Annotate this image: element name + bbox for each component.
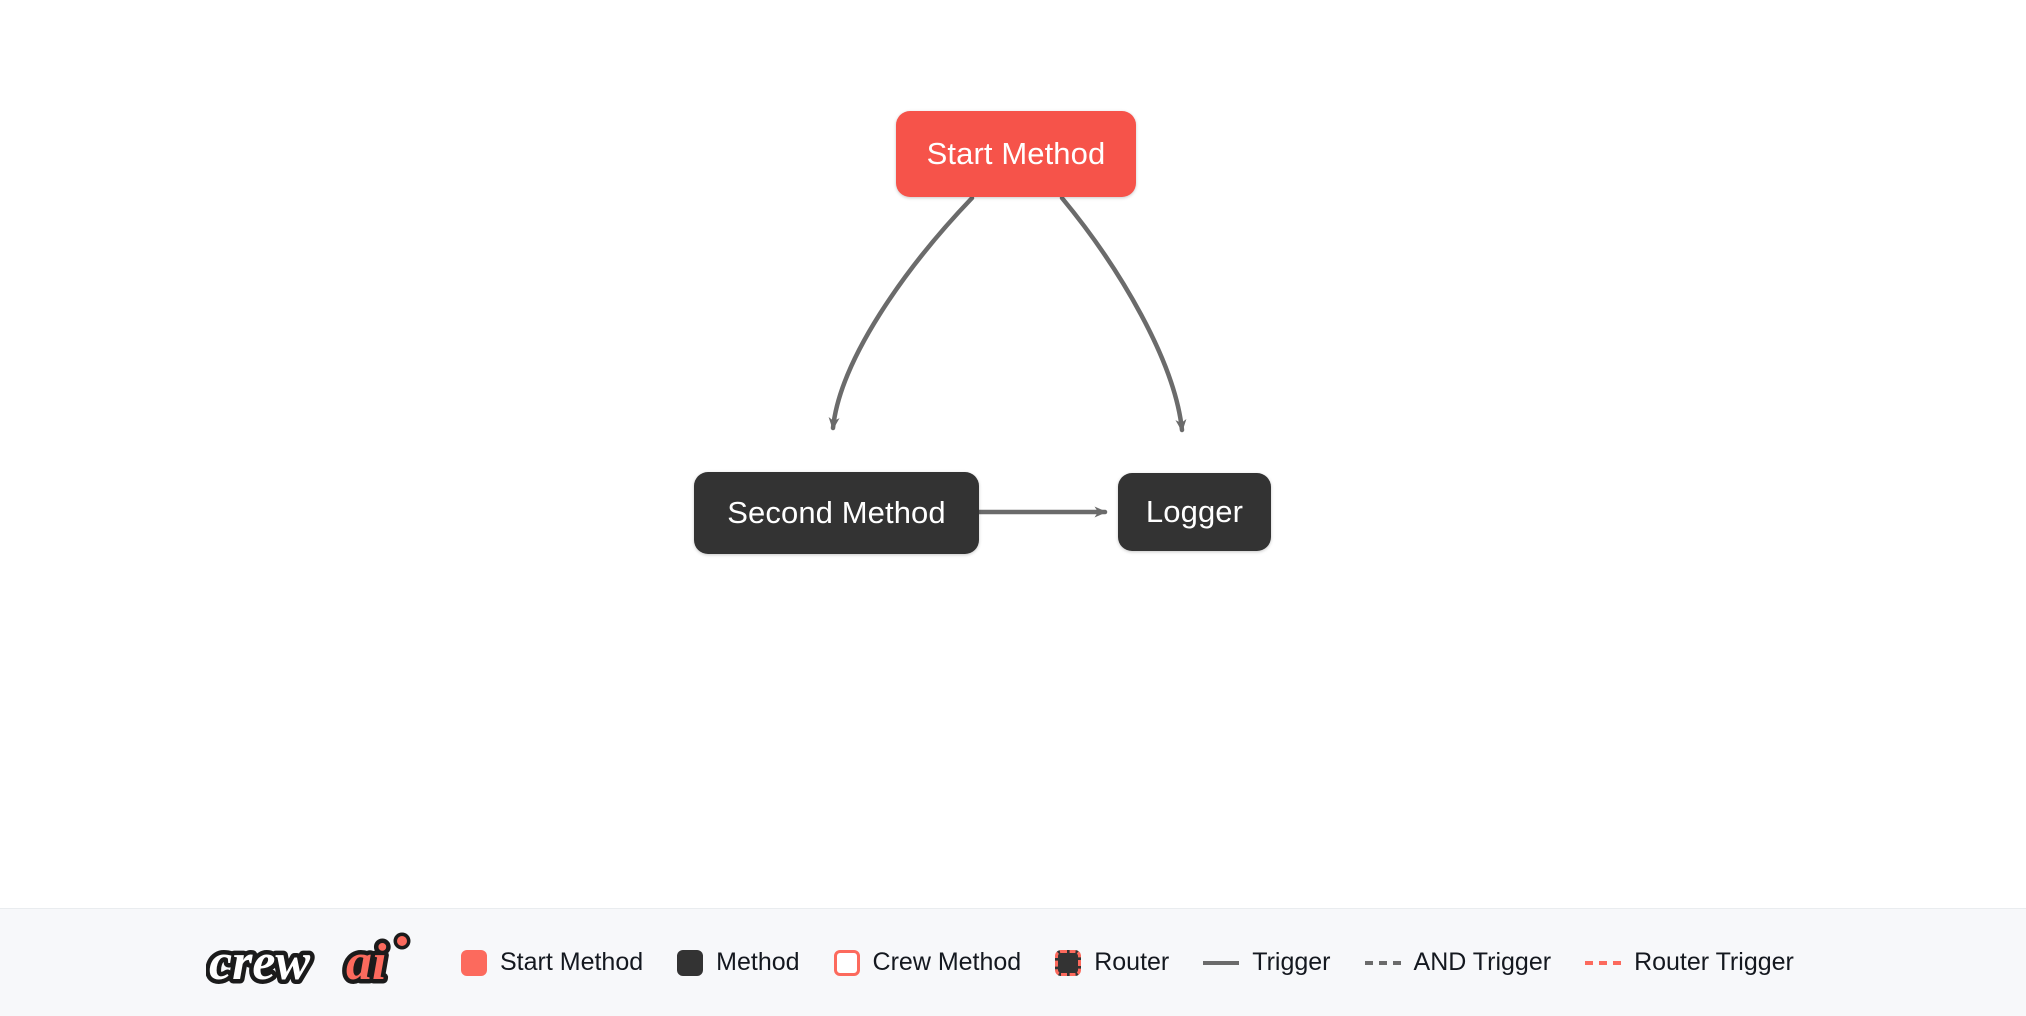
- router-swatch: [1055, 949, 1082, 976]
- crewai-logo-mark: crew crew ai ai: [206, 932, 411, 994]
- legend-label-and-trigger: AND Trigger: [1413, 948, 1552, 976]
- crewai-logo: crew crew ai ai: [206, 932, 431, 994]
- legend-item-and-trigger: AND Trigger: [1364, 948, 1552, 976]
- legend-item-start-method: Start Method: [461, 948, 644, 976]
- flow-canvas[interactable]: Start Method Second Method Logger: [0, 0, 2026, 908]
- crewai-logo-ai-outline: ai: [346, 934, 387, 991]
- legend-item-router-trigger: Router Trigger: [1585, 950, 1794, 975]
- crewai-logo-ai-fill: ai: [346, 934, 387, 991]
- node-start-method[interactable]: Start Method: [896, 111, 1136, 197]
- legend-label-method: Method: [716, 948, 800, 976]
- legend-items-container: crew crew ai ai Start Method Method Crew…: [206, 932, 1794, 994]
- legend-bar: crew crew ai ai Start Method Method Crew…: [0, 908, 2026, 1016]
- legend-label-trigger: Trigger: [1252, 948, 1331, 976]
- legend-label-router: Router: [1094, 948, 1170, 976]
- legend-item-method: Method: [677, 948, 800, 976]
- edge-start-to-second: [828, 195, 975, 431]
- legend-label-router-trigger: Router Trigger: [1634, 948, 1794, 976]
- trigger-line: [1203, 960, 1240, 965]
- legend-item-router: Router: [1055, 948, 1170, 976]
- node-logger-label: Logger: [1145, 494, 1244, 529]
- node-start-method-label: Start Method: [926, 136, 1106, 171]
- legend-item-crew-method: Crew Method: [833, 948, 1022, 976]
- crewai-logo-dot: [397, 935, 407, 946]
- crew-method-swatch: [833, 949, 860, 976]
- legend-item-trigger: Trigger: [1203, 948, 1331, 976]
- and-trigger-line: [1364, 960, 1401, 965]
- legend-label-start-method: Start Method: [500, 948, 644, 976]
- crewai-logo-crew-outline: crew: [209, 934, 310, 991]
- crewai-logo-crew-fill: crew: [209, 934, 310, 991]
- router-trigger-line: [1585, 960, 1622, 965]
- node-second-method[interactable]: Second Method: [694, 472, 979, 554]
- node-logger[interactable]: Logger: [1118, 473, 1271, 551]
- legend-label-crew-method: Crew Method: [872, 948, 1022, 976]
- node-second-method-label: Second Method: [727, 495, 946, 530]
- edge-start-to-logger: [1059, 195, 1187, 433]
- method-swatch: [677, 949, 704, 976]
- start-method-swatch: [461, 949, 487, 976]
